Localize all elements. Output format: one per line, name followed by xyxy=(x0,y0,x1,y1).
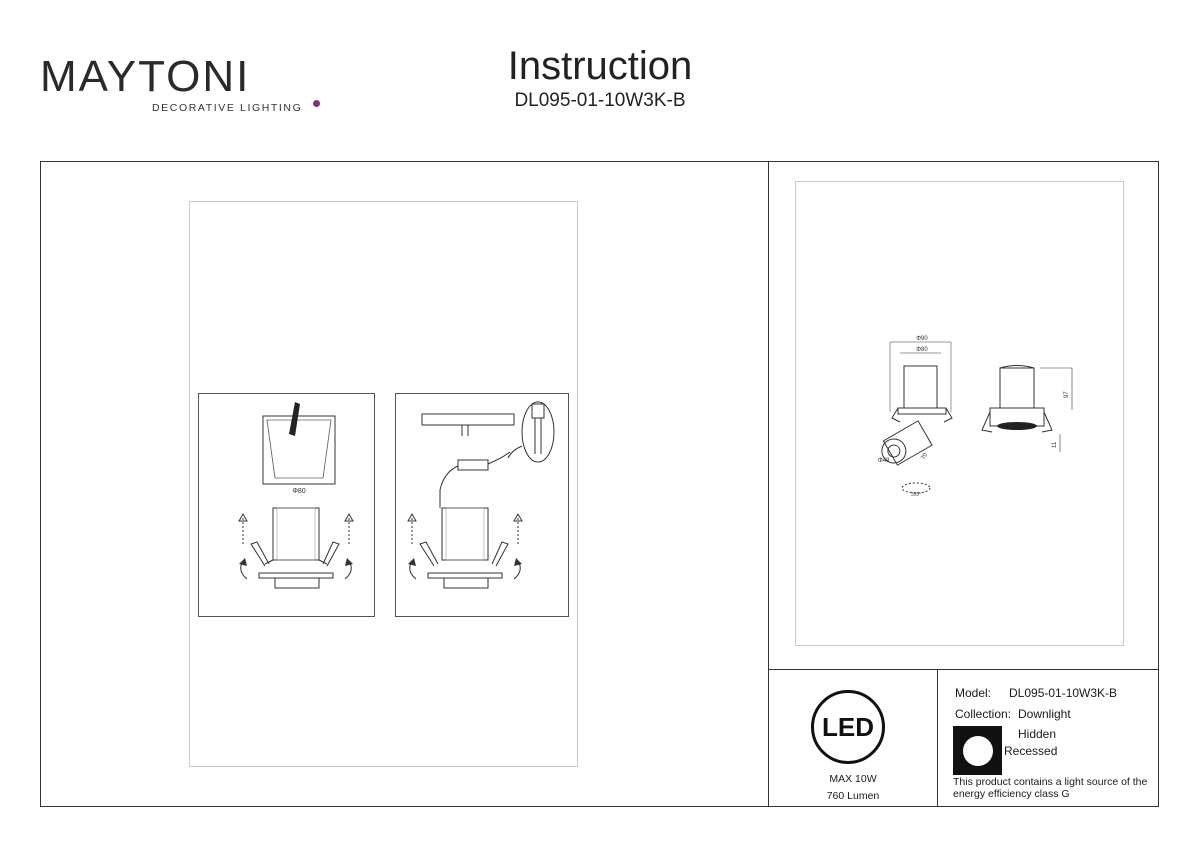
brand-logo: MAYTONI DECORATIVE LIGHTING xyxy=(40,52,320,116)
collection-value: Downlight xyxy=(1018,707,1071,721)
installation-step-cutout: Φ80 xyxy=(198,393,375,617)
installation-step-wiring xyxy=(395,393,569,617)
dim-rotate-label: 355° xyxy=(911,492,921,498)
dim-tilt-label: 70 xyxy=(921,452,930,461)
energy-class-note: This product contains a light source of … xyxy=(953,776,1148,800)
cutout-drawing: Φ80 xyxy=(238,402,354,589)
dimension-panel: Φ90 Φ80 Φ49 70 355° 97 11 xyxy=(795,181,1124,646)
wiring-drawing xyxy=(407,401,555,589)
dim-lens-label: Φ49 xyxy=(878,458,890,464)
logo-wordmark: MAYTONI xyxy=(40,52,251,101)
cutout-dim-label: Φ80 xyxy=(292,488,305,495)
page-title: Instruction xyxy=(507,44,693,88)
led-badge-icon: LED xyxy=(811,690,885,764)
model-label: Model: xyxy=(955,686,992,700)
dim-lip-label: 11 xyxy=(1052,441,1058,448)
lumen-text: 760 Lumen xyxy=(826,790,880,802)
info-divider xyxy=(937,669,938,807)
max-power-text: MAX 10W xyxy=(829,773,877,785)
collection-label: Collection: xyxy=(955,707,1012,721)
instruction-frame xyxy=(40,161,1159,807)
model-value: DL095-01-10W3K-B xyxy=(1009,686,1118,700)
model-code: DL095-01-10W3K-B xyxy=(514,90,686,111)
type-value: Hidden xyxy=(1018,727,1057,741)
dim-height-label: 97 xyxy=(1064,391,1070,398)
logo-tagline: DECORATIVE LIGHTING xyxy=(152,102,303,114)
up-arrow-icon xyxy=(344,512,354,544)
dimension-drawing: Φ90 Φ80 Φ49 70 355° 97 11 xyxy=(878,336,1073,498)
up-arrow-icon xyxy=(513,512,523,544)
horizontal-divider xyxy=(768,669,1159,670)
recessed-mount-circle xyxy=(963,736,993,766)
dim-outer-label: Φ90 xyxy=(916,336,928,342)
up-arrow-icon xyxy=(407,512,417,544)
up-arrow-icon xyxy=(238,512,248,544)
dim-inner-label: Φ80 xyxy=(916,347,928,353)
installation-panel xyxy=(189,201,578,767)
mount-type-label: Recessed xyxy=(1004,744,1058,758)
vertical-divider xyxy=(768,161,769,807)
logo-dot-icon xyxy=(313,100,320,107)
